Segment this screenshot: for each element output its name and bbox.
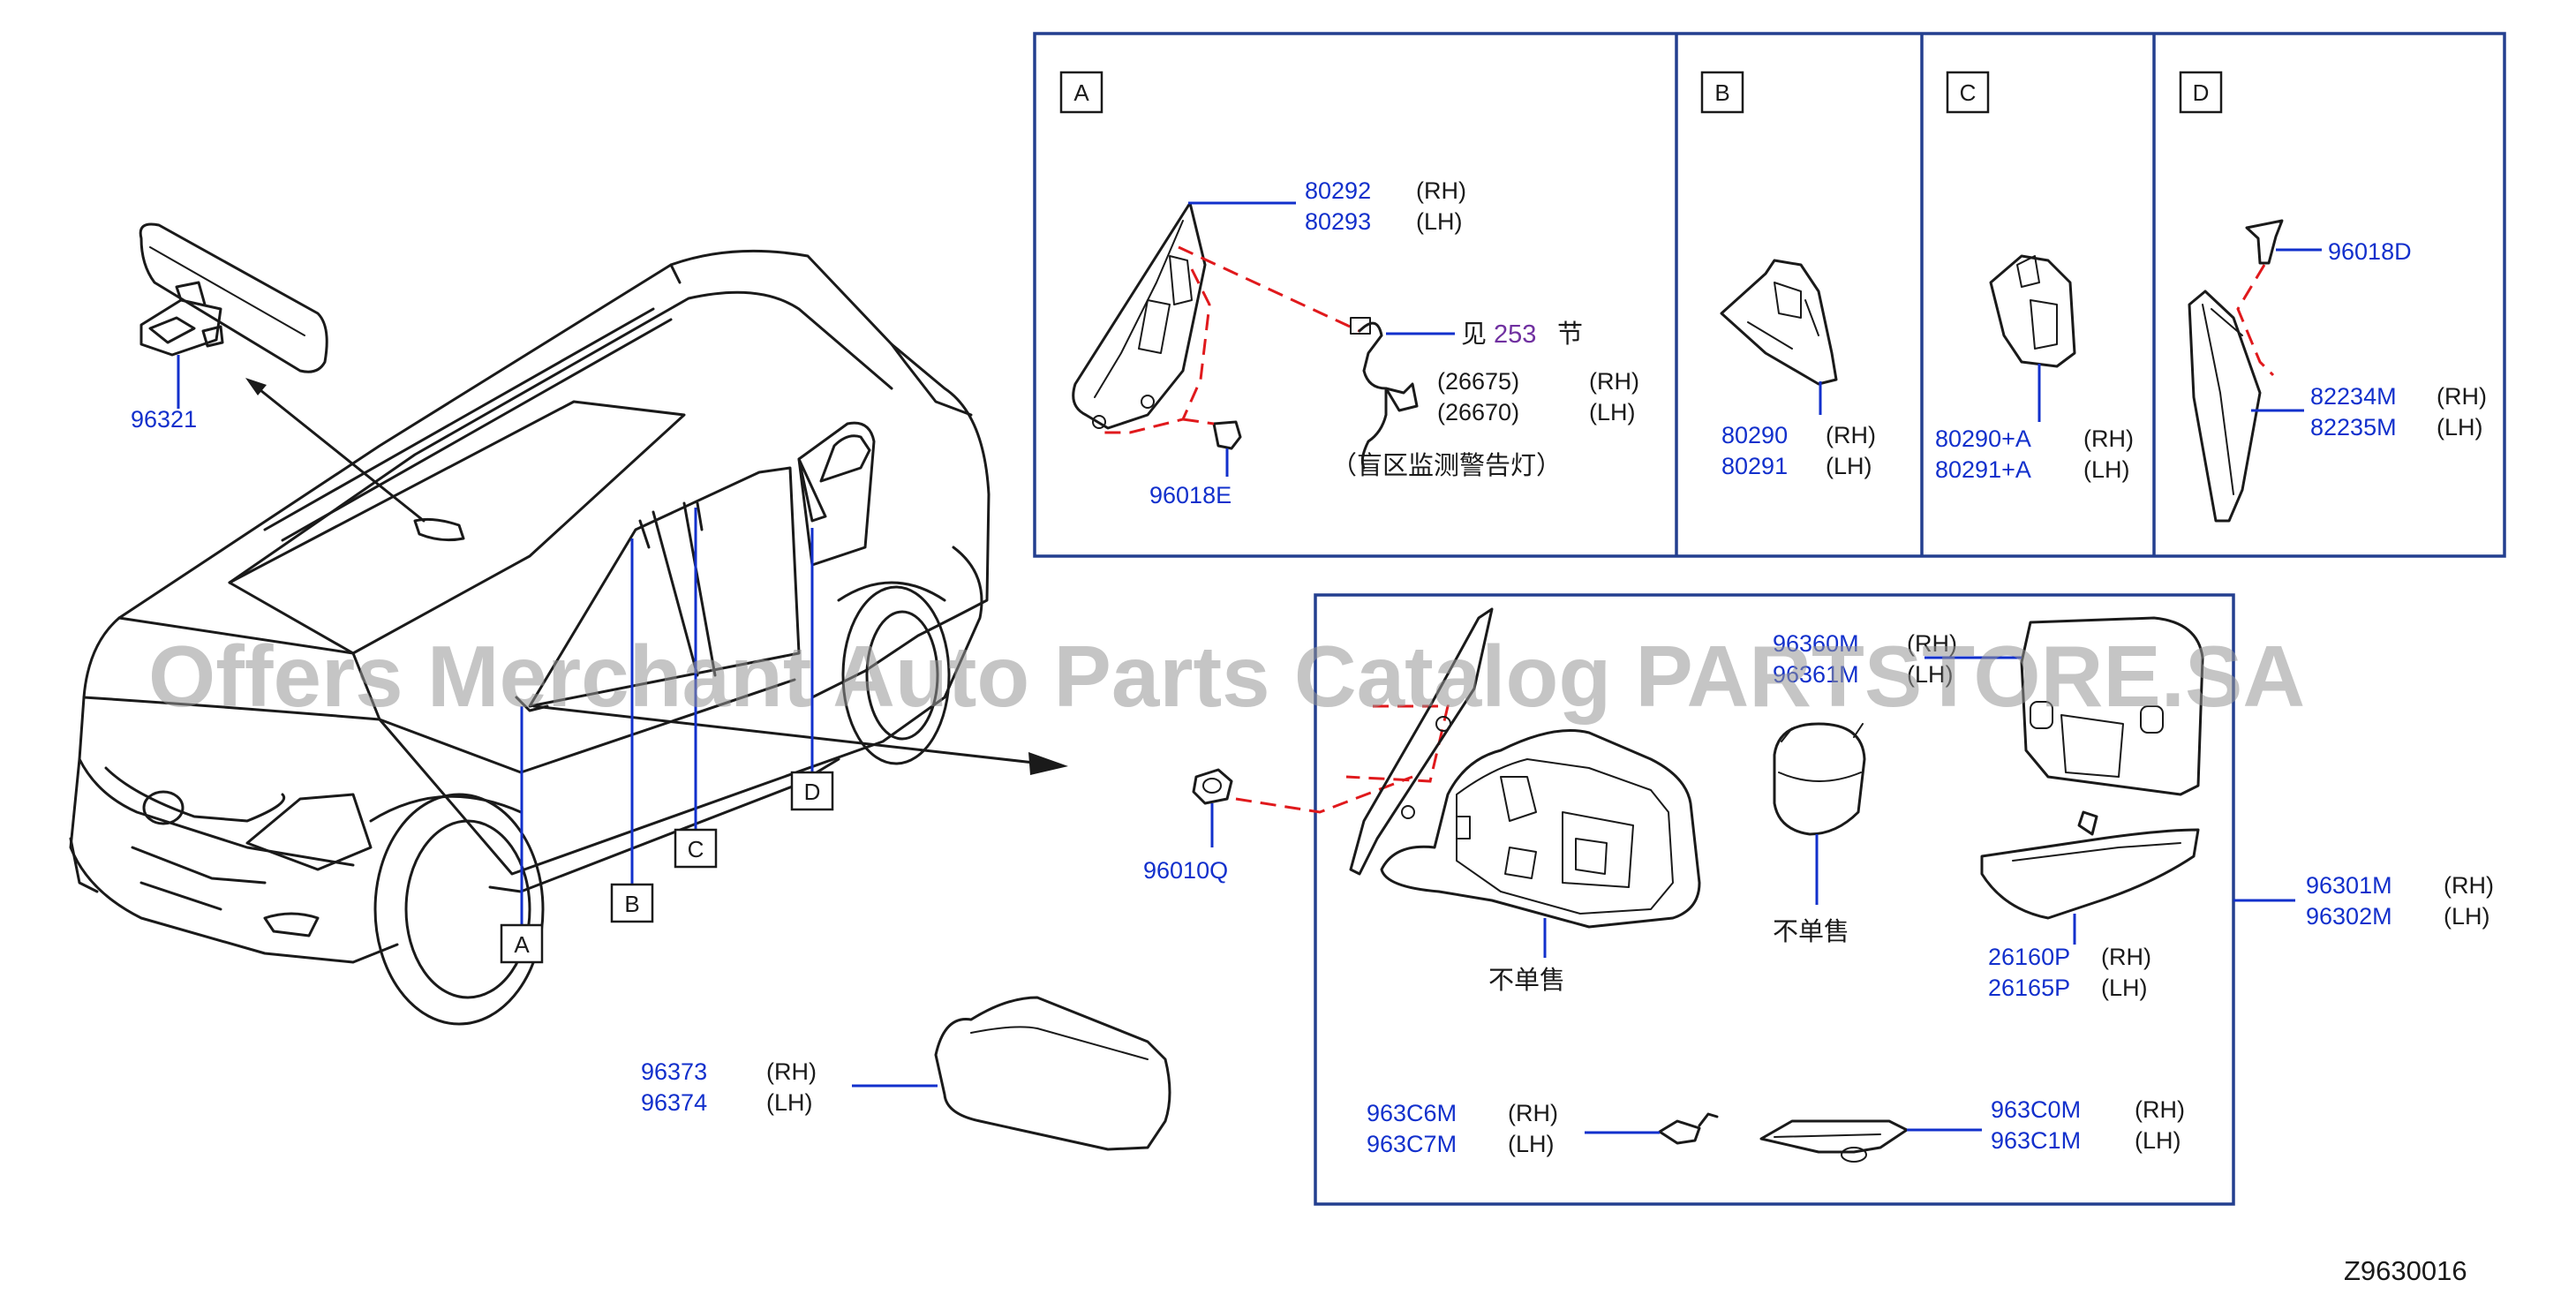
detail-d: D 96018D 82234M (RH) 82235M (LH) bbox=[2179, 71, 2487, 523]
svg-text:(RH): (RH) bbox=[1508, 1100, 1558, 1126]
svg-text:(LH): (LH) bbox=[2135, 1127, 2181, 1154]
vehicle-drawing bbox=[69, 249, 990, 1026]
part-number-963C7M: 963C7M bbox=[1367, 1131, 1457, 1157]
detail-b: B 80290 (RH) 80291 (LH) bbox=[1700, 71, 1876, 479]
detail-c: C 80290+A (RH) 80291+A (LH) bbox=[1935, 71, 2134, 483]
not-sold-label-motor: 不单售 bbox=[1773, 916, 1849, 946]
pointer-arrows bbox=[245, 378, 1068, 775]
rearview-mirror-96321: 96321 bbox=[131, 222, 328, 433]
part-number-26670: (26670) bbox=[1437, 399, 1519, 425]
svg-text:(RH): (RH) bbox=[2437, 383, 2487, 410]
part-number-963x0M: 96360M bbox=[1773, 630, 1859, 657]
part-number-82234M: 82234M bbox=[2310, 383, 2397, 410]
detail-label-d bbox=[2179, 71, 2223, 114]
part-number-96321: 96321 bbox=[131, 406, 197, 433]
callout-box-d bbox=[790, 771, 834, 811]
part-number-96018E: 96018E bbox=[1149, 482, 1232, 508]
part-number-80290a: 80290+A bbox=[1935, 425, 2031, 452]
callout-box-b bbox=[610, 883, 654, 923]
part-number-963C6M: 963C6M bbox=[1367, 1100, 1457, 1126]
svg-text:(RH): (RH) bbox=[1589, 368, 1639, 395]
part-number-26675: (26675) bbox=[1437, 368, 1519, 395]
svg-text:(RH): (RH) bbox=[1907, 630, 1957, 657]
part-number-26160P: 26160P bbox=[1988, 944, 2070, 970]
watermark-text: Offers Merchant Auto Parts Catalog PARTS… bbox=[148, 628, 2305, 725]
svg-text:(RH): (RH) bbox=[1416, 177, 1466, 204]
detail-frames bbox=[1033, 32, 2506, 1206]
side-rh: (RH) bbox=[766, 1058, 817, 1085]
part-number-80292: 80292 bbox=[1305, 177, 1371, 204]
part-number-80293: 80293 bbox=[1305, 208, 1371, 235]
svg-text:(LH): (LH) bbox=[2444, 903, 2490, 930]
callout-letter-a: A bbox=[514, 931, 530, 958]
svg-text:D: D bbox=[2193, 79, 2210, 106]
svg-text:(LH): (LH) bbox=[1826, 453, 1872, 479]
ref-suffix: 节 bbox=[1557, 319, 1583, 349]
part-number-80291a: 80291+A bbox=[1935, 456, 2031, 483]
svg-text:(LH): (LH) bbox=[1508, 1131, 1555, 1157]
callout-letter-c: C bbox=[688, 836, 704, 862]
callout-box-a bbox=[500, 923, 544, 964]
svg-text:(LH): (LH) bbox=[1589, 399, 1636, 425]
detail-frame-top bbox=[1033, 32, 2506, 558]
part-number-963C1M: 963C1M bbox=[1991, 1127, 2081, 1154]
svg-text:(RH): (RH) bbox=[2135, 1096, 2185, 1123]
callout-box-c bbox=[674, 828, 718, 869]
mirror-cover: 96373 (RH) 96374 (LH) bbox=[641, 996, 1171, 1151]
callout-letter-b: B bbox=[624, 891, 639, 917]
svg-text:(RH): (RH) bbox=[2101, 944, 2151, 970]
blind-spot-note: （盲区监测警告灯） bbox=[1331, 450, 1562, 480]
detail-label-c bbox=[1946, 71, 1990, 114]
outside-mirror-detail: 96010Q 不单售 不单售 96360M (RH) 96361M (LH) bbox=[1143, 607, 2494, 1163]
part-number-80291: 80291 bbox=[1721, 453, 1788, 479]
svg-text:(RH): (RH) bbox=[1826, 422, 1876, 448]
part-number-96374: 96374 bbox=[641, 1089, 707, 1116]
svg-text:(LH): (LH) bbox=[2083, 456, 2130, 483]
detail-label-b bbox=[1700, 71, 1744, 114]
part-number-963C0M: 963C0M bbox=[1991, 1096, 2081, 1123]
ref-prefix: 见 bbox=[1461, 319, 1487, 349]
svg-text:(RH): (RH) bbox=[2444, 872, 2494, 899]
part-number-96373: 96373 bbox=[641, 1058, 707, 1085]
part-number-96010Q: 96010Q bbox=[1143, 857, 1228, 884]
svg-text:(LH): (LH) bbox=[1907, 661, 1954, 688]
not-sold-label-housing: 不单售 bbox=[1488, 965, 1565, 995]
detail-letter-a: A bbox=[1073, 79, 1089, 106]
svg-text:(LH): (LH) bbox=[2437, 414, 2483, 440]
side-lh: (LH) bbox=[766, 1089, 813, 1116]
part-number-96301M: 96301M bbox=[2306, 872, 2392, 899]
svg-text:(LH): (LH) bbox=[2101, 975, 2148, 1001]
part-number-963x1M: 96361M bbox=[1773, 661, 1859, 688]
figure-id: Z9630016 bbox=[2344, 1255, 2467, 1286]
part-number-80290: 80290 bbox=[1721, 422, 1788, 448]
svg-text:(RH): (RH) bbox=[2083, 425, 2134, 452]
detail-a: A 80292 (RH) 80293 (LH) 见 253 节 (26675) … bbox=[1059, 71, 1639, 508]
svg-text:C: C bbox=[1960, 79, 1977, 106]
car-callouts: A B C D bbox=[500, 508, 834, 964]
part-number-26165P: 26165P bbox=[1988, 975, 2070, 1001]
svg-text:(LH): (LH) bbox=[1416, 208, 1463, 235]
part-number-96018D: 96018D bbox=[2328, 238, 2412, 265]
detail-label-a bbox=[1059, 71, 1103, 114]
callout-letter-d: D bbox=[804, 779, 821, 805]
ref-section-link[interactable]: 253 bbox=[1494, 320, 1536, 349]
part-number-82235M: 82235M bbox=[2310, 414, 2397, 440]
part-number-96302M: 96302M bbox=[2306, 903, 2392, 930]
svg-text:B: B bbox=[1714, 79, 1729, 106]
